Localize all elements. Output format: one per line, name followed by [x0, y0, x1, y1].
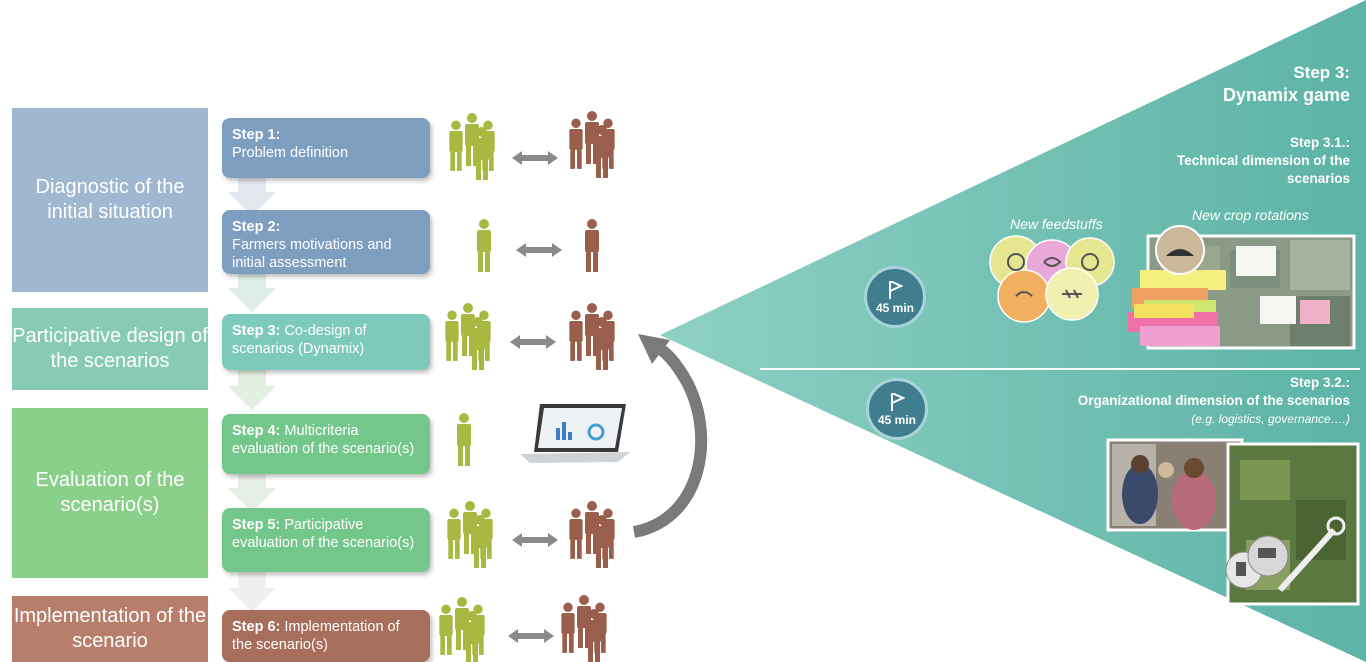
laptop-icon [520, 404, 630, 463]
advisor-group-icon [569, 111, 614, 178]
step-3-2-title: Step 3.2.: [1289, 375, 1350, 390]
step-5-box: Step 5: Participative evaluation of the … [222, 508, 430, 572]
double-arrow-icon [508, 629, 554, 643]
feedback-arrow-icon [632, 334, 708, 538]
double-arrow-icon [512, 533, 558, 547]
step-5-text: Participative evaluation of the scenario… [232, 517, 415, 551]
chevron-down-icon [228, 572, 276, 612]
step-6-title: Step 6: [232, 619, 281, 635]
farmer-group-icon [447, 501, 492, 568]
step-3-2-line1: Organizational dimension of the scenario… [1077, 393, 1350, 408]
step-3-2-heading: Step 3.2.: Organizational dimension of t… [1078, 374, 1350, 428]
feedstuffs-icons [989, 235, 1115, 323]
step-4-title: Step 4: [232, 423, 281, 439]
step-1-box: Step 1: Problem definition [222, 118, 430, 178]
double-arrow-icon [516, 243, 562, 257]
panel-title: Step 3: Dynamix game [1223, 62, 1350, 107]
step-4-box: Step 4: Multicriteria evaluation of the … [222, 414, 430, 474]
farmer-icon [457, 413, 471, 466]
farmer-icon [477, 219, 491, 272]
step-1-title: Step 1: [232, 127, 281, 143]
step-6-text: Implementation of the scenario(s) [232, 619, 400, 653]
workshop-photo [1106, 438, 1244, 532]
phase-diagnostic: Diagnostic of the initial situation [12, 108, 208, 292]
farmer-group-icon [439, 597, 484, 662]
step-3-1-title: Step 3.1.: [1289, 135, 1350, 150]
advisor-group-icon [569, 501, 614, 568]
chevron-down-icon [228, 370, 276, 410]
new-feedstuffs-label: New feedstuffs [1010, 216, 1103, 232]
phase-design-label: Participative design of the scenarios [12, 325, 208, 372]
step-2-title: Step 2: [232, 219, 281, 235]
phase-evaluation-label: Evaluation of the scenario(s) [35, 469, 185, 516]
step-3-1-heading: Step 3.1.: Technical dimension of the sc… [1177, 134, 1350, 188]
double-arrow-icon [512, 151, 558, 165]
chevron-down-icon [228, 472, 276, 512]
farmer-group-icon [445, 303, 490, 370]
step-3-2-line2: (e.g. logistics, governance….) [1191, 412, 1350, 426]
step-6-box: Step 6: Implementation of the scenario(s… [222, 610, 430, 662]
chevron-down-icon [228, 176, 276, 216]
flag-icon [889, 281, 903, 299]
flag-icon [891, 393, 905, 411]
new-crop-rotations-label: New crop rotations [1192, 207, 1309, 223]
step-3-text: Co-design of scenarios (Dynamix) [232, 323, 367, 357]
phase-participative-design: Participative design of the scenarios [12, 308, 208, 390]
timer-icon: 45 min [864, 266, 926, 328]
double-arrow-icon [510, 335, 556, 349]
panel-title-line2: Dynamix game [1222, 85, 1350, 105]
phase-diagnostic-label: Diagnostic of the initial situation [35, 176, 185, 223]
panel-title-line1: Step 3: [1293, 63, 1350, 82]
timer-icon: 45 min [866, 378, 928, 440]
step-5-title: Step 5: [232, 517, 281, 533]
advisor-group-icon [561, 595, 606, 662]
chevron-down-icon [228, 272, 276, 312]
step-3-box: Step 3: Co-design of scenarios (Dynamix) [222, 314, 430, 370]
step-3-1-line2: scenarios [1286, 171, 1350, 186]
phase-evaluation: Evaluation of the scenario(s) [12, 408, 208, 578]
territory-map [1225, 442, 1360, 606]
timer-2-label: 45 min [877, 413, 916, 427]
advisor-group-icon [569, 303, 614, 370]
step-2-text: Farmers motivations and initial assessme… [232, 237, 392, 271]
advisor-icon [585, 219, 599, 272]
step-1-text: Problem definition [232, 145, 349, 161]
phase-implementation: Implementation of the scenario [12, 596, 208, 662]
step-3-1-line1: Technical dimension of the [1176, 153, 1350, 168]
farmer-group-icon [449, 113, 494, 180]
timer-1-label: 45 min [875, 301, 914, 315]
phase-implementation-label: Implementation of the scenario [13, 605, 207, 652]
step-3-title: Step 3: [232, 323, 281, 339]
step-4-text: Multicriteria evaluation of the scenario… [232, 423, 415, 457]
crop-rotation-map [1128, 225, 1356, 350]
step-2-box: Step 2: Farmers motivations and initial … [222, 210, 430, 274]
